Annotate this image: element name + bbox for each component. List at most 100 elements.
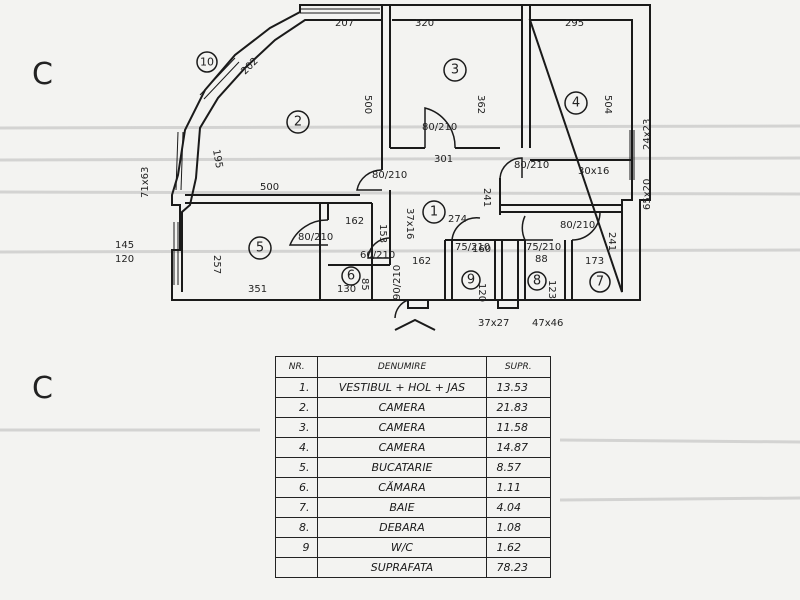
room-2-number: 2 bbox=[294, 115, 302, 130]
dim-207: 207 bbox=[335, 18, 354, 29]
binder-hole-mark-bottom: C bbox=[32, 371, 53, 406]
dim-504: 504 bbox=[602, 95, 613, 114]
room-1-circle bbox=[422, 200, 446, 224]
row-nr: 1. bbox=[274, 377, 319, 398]
row-nr: 9 bbox=[274, 537, 319, 558]
legend-header-row: NR. DENUMIRE SUPR. bbox=[274, 356, 551, 378]
dim-37x27: 37x27 bbox=[478, 318, 509, 329]
room-9-circle bbox=[461, 270, 481, 290]
room-3-number: 3 bbox=[451, 63, 459, 78]
dim-295: 295 bbox=[565, 18, 584, 29]
dim-71x63: 71x63 bbox=[140, 167, 151, 198]
binder-hole-mark-top: C bbox=[32, 57, 53, 92]
dim-24x23: 24x23 bbox=[642, 119, 653, 150]
legend-header-area: SUPR. bbox=[485, 356, 551, 378]
total-area: 78.23 bbox=[485, 557, 551, 578]
dim-85: 85 bbox=[359, 278, 370, 291]
dim-362: 362 bbox=[475, 95, 486, 114]
room-4-number: 4 bbox=[572, 96, 580, 111]
room-5-number: 5 bbox=[256, 241, 264, 256]
door-label-room5: 80/210 bbox=[298, 232, 333, 243]
dim-162-b: 162 bbox=[412, 256, 431, 267]
dim-202: 202 bbox=[239, 56, 260, 77]
room-legend-table: NR. DENUMIRE SUPR. 1. VESTIBUL + HOL + J… bbox=[274, 356, 551, 578]
table-row: 1. VESTIBUL + HOL + JAS 13.53 bbox=[274, 377, 551, 398]
room-9-number: 9 bbox=[467, 273, 475, 288]
row-name: BUCATARIE bbox=[317, 457, 487, 478]
row-area: 14.87 bbox=[485, 437, 551, 458]
dim-351: 351 bbox=[248, 284, 267, 295]
dim-37x16: 37x16 bbox=[404, 208, 415, 239]
room-3-circle bbox=[443, 58, 467, 82]
row-area: 13.53 bbox=[485, 377, 551, 398]
row-nr: 5. bbox=[274, 457, 319, 478]
row-area: 4.04 bbox=[485, 497, 551, 518]
room-10-number: 10 bbox=[200, 56, 214, 69]
dim-320: 320 bbox=[415, 18, 434, 29]
table-row: 3. CAMERA 11.58 bbox=[274, 417, 551, 438]
dim-257: 257 bbox=[211, 255, 222, 274]
room-2-circle bbox=[286, 110, 310, 134]
room-8-circle bbox=[527, 271, 547, 291]
legend-header-nr: NR. bbox=[274, 356, 319, 378]
dim-500-horiz: 500 bbox=[260, 182, 279, 193]
door-label-room9: 75/210 bbox=[455, 242, 490, 253]
scan-smudges bbox=[0, 124, 800, 502]
table-row: 8. DEBARA 1.08 bbox=[274, 517, 551, 538]
dim-195: 195 bbox=[210, 149, 224, 170]
row-nr: 3. bbox=[274, 417, 319, 438]
door-label-room4: 80/210 bbox=[514, 160, 549, 171]
windows bbox=[173, 8, 635, 285]
room-number-labels: 1 2 3 4 5 6 7 8 9 10 bbox=[200, 56, 604, 290]
table-row: 4. CAMERA 14.87 bbox=[274, 437, 551, 458]
door-label-room8: 75/210 bbox=[526, 242, 561, 253]
table-row: 5. BUCATARIE 8.57 bbox=[274, 457, 551, 478]
row-nr: 4. bbox=[274, 437, 319, 458]
entry-arrow-icon bbox=[394, 318, 436, 331]
dim-241: 241 bbox=[481, 188, 492, 207]
row-area: 21.83 bbox=[485, 397, 551, 418]
dim-120: 120 bbox=[476, 283, 487, 302]
row-nr bbox=[274, 557, 319, 578]
door-label-room2: 80/210 bbox=[372, 170, 407, 181]
door-label-room7: 80/210 bbox=[560, 220, 595, 231]
row-name: CAMERA bbox=[317, 397, 487, 418]
door-label-room3: 80/210 bbox=[422, 122, 457, 133]
legend-total-row: SUPRAFATA 78.23 bbox=[274, 557, 551, 578]
dim-500-vert: 500 bbox=[362, 95, 373, 114]
total-label: SUPRAFATA bbox=[317, 557, 487, 578]
row-name: BAIE bbox=[317, 497, 487, 518]
dim-123: 123 bbox=[546, 280, 557, 299]
row-area: 1.62 bbox=[485, 537, 551, 558]
dim-241-bath: 241 bbox=[606, 232, 617, 251]
legend-header-name: DENUMIRE bbox=[317, 356, 487, 378]
dim-30x16: 30x16 bbox=[578, 166, 609, 177]
door-label-room6: 60/210 bbox=[360, 250, 395, 261]
row-nr: 2. bbox=[274, 397, 319, 418]
row-area: 8.57 bbox=[485, 457, 551, 478]
row-name: W/C bbox=[317, 537, 487, 558]
dim-47x46: 47x46 bbox=[532, 318, 563, 329]
room-1-number: 1 bbox=[430, 205, 438, 220]
row-area: 11.58 bbox=[485, 417, 551, 438]
dim-274: 274 bbox=[448, 214, 467, 225]
room-4-circle bbox=[564, 91, 588, 115]
dim-88: 88 bbox=[535, 254, 548, 265]
table-row: 9 W/C 1.62 bbox=[274, 537, 551, 558]
dim-120-left: 120 bbox=[115, 254, 134, 265]
room-7-number: 7 bbox=[596, 275, 604, 290]
dim-162-a: 162 bbox=[345, 216, 364, 227]
row-nr: 8. bbox=[274, 517, 319, 538]
room-5-circle bbox=[248, 236, 272, 260]
row-name: VESTIBUL + HOL + JAS bbox=[317, 377, 487, 398]
row-name: CAMERA bbox=[317, 437, 487, 458]
room-7-circle bbox=[589, 271, 611, 293]
dim-145: 145 bbox=[115, 240, 134, 251]
dim-153: 153 bbox=[377, 224, 388, 243]
table-row: 2. CAMERA 21.83 bbox=[274, 397, 551, 418]
row-name: CĂMARA bbox=[317, 477, 487, 498]
room-numbers bbox=[196, 51, 611, 293]
room-10-circle bbox=[196, 51, 218, 73]
